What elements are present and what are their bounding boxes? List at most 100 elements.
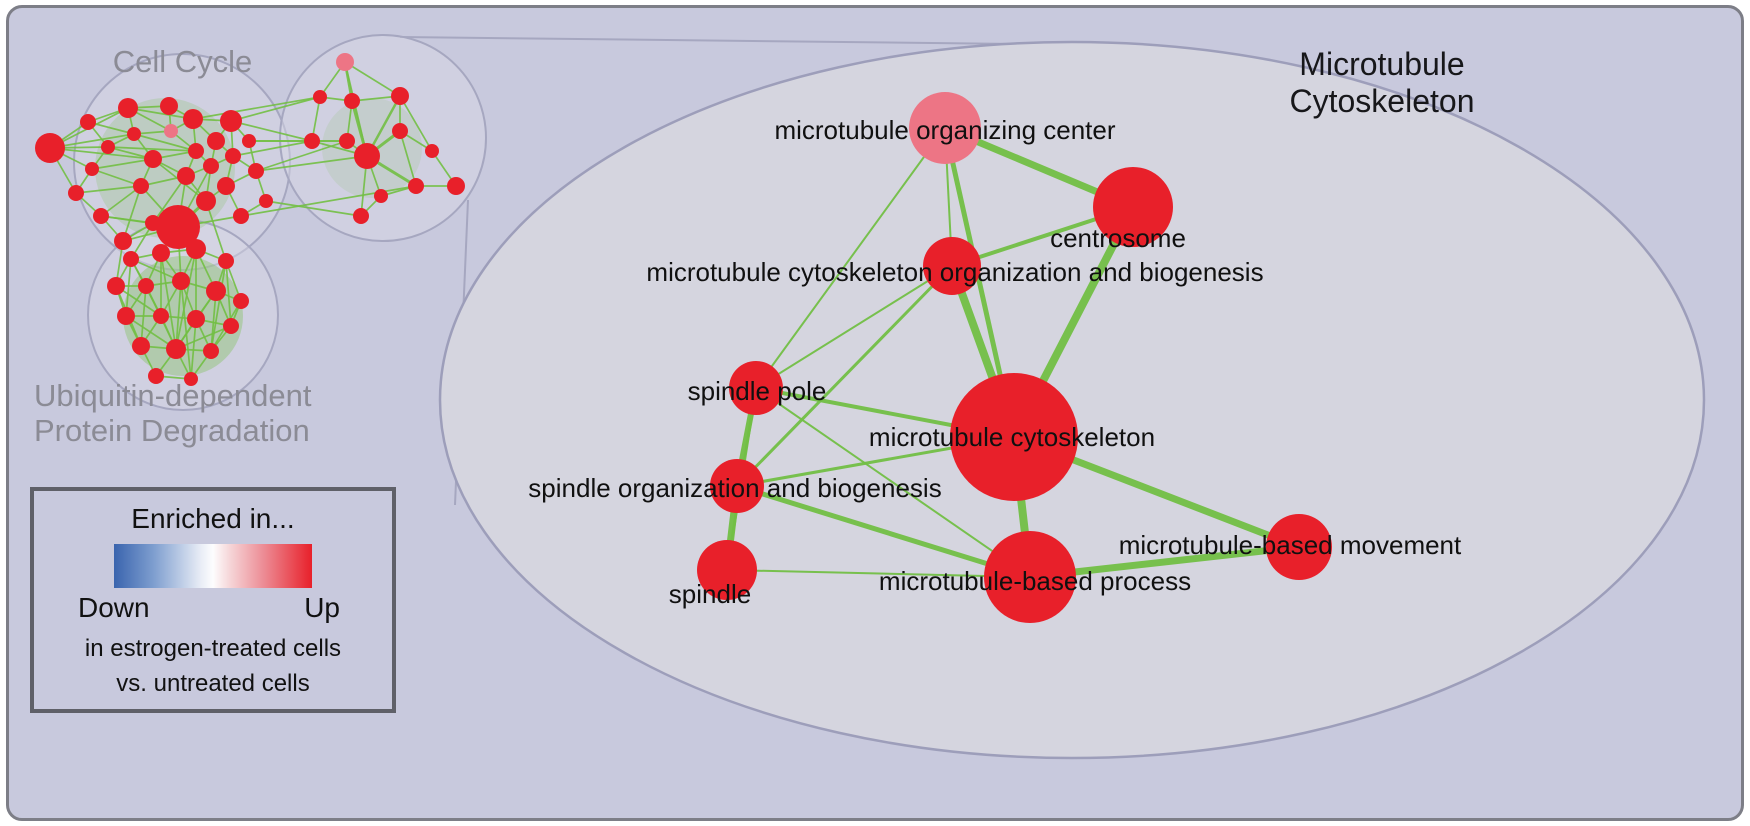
- mini-network-edge: [160, 252, 177, 350]
- mini-network-node: [107, 277, 125, 295]
- mini-network-node: [166, 339, 186, 359]
- mini-network-node: [101, 140, 115, 154]
- mini-network-node: [118, 98, 138, 118]
- cluster-circle-microtubule: [279, 34, 487, 242]
- mini-network-node: [392, 123, 408, 139]
- zoom-title-line1: Microtubule: [1299, 46, 1465, 82]
- cluster-label-ubiquitin-line2: Protein Degradation: [34, 413, 310, 448]
- mini-network-node: [391, 87, 409, 105]
- mini-network-edge: [180, 280, 192, 380]
- mini-network-node: [206, 281, 226, 301]
- mini-network-edge: [91, 168, 142, 187]
- node-centrosome[interactable]: [1093, 167, 1173, 247]
- mini-network-edge: [107, 146, 197, 152]
- mini-network-node: [133, 178, 149, 194]
- mini-network-node: [447, 177, 465, 195]
- node-label-org_bio: microtubule cytoskeleton organization an…: [646, 257, 1263, 287]
- enrichment-gradient-bar: [114, 544, 312, 588]
- mini-network-edge: [399, 95, 433, 152]
- mini-network-node: [223, 318, 239, 334]
- node-org_bio[interactable]: [923, 237, 981, 295]
- node-label-moc: microtubule organizing center: [774, 115, 1115, 145]
- node-label-spindle: spindle: [669, 579, 751, 609]
- mini-network-node: [187, 310, 205, 328]
- mini-network-edge: [265, 200, 362, 217]
- cluster-label-cell-cycle: Cell Cycle: [112, 44, 253, 79]
- mini-network-edge: [190, 318, 197, 380]
- mini-network-edge: [152, 175, 187, 224]
- mini-network-node: [35, 133, 65, 163]
- zoom-title-line2: Cytoskeleton: [1289, 83, 1475, 119]
- mini-network-node: [93, 208, 109, 224]
- mini-network-edge: [100, 185, 142, 217]
- mini-network-edge: [225, 260, 232, 327]
- node-moc[interactable]: [909, 92, 981, 164]
- mini-network-edge: [133, 133, 197, 152]
- mini-network-edge: [75, 185, 142, 194]
- mini-network-node: [127, 127, 141, 141]
- node-mt_movement[interactable]: [1266, 514, 1332, 580]
- mini-network-edge: [175, 280, 182, 350]
- mini-network-node: [160, 97, 178, 115]
- edge-spindle-mt_process: [726, 569, 1031, 578]
- mini-network-node: [339, 133, 355, 149]
- mini-network-node: [242, 134, 256, 148]
- node-label-mt_movement: microtubule-based movement: [1119, 530, 1462, 560]
- cluster-label-ubiquitin-line1: Ubiquitin-dependent: [34, 378, 312, 413]
- legend-down-label: Down: [78, 592, 150, 623]
- mini-network-node: [374, 189, 388, 203]
- edge-org_bio-spindle_org: [735, 264, 954, 488]
- mini-network-node: [313, 90, 327, 104]
- legend-up-label: Up: [304, 592, 340, 623]
- node-label-mt_cyto: microtubule cytoskeleton: [869, 422, 1155, 452]
- node-label-centrosome: centrosome: [1050, 223, 1186, 253]
- mini-network-edge: [125, 258, 132, 317]
- mini-network-node: [114, 232, 132, 250]
- mini-network-node: [259, 194, 273, 208]
- mini-network-node: [164, 124, 178, 138]
- node-label-mt_process: microtubule-based process: [879, 566, 1191, 596]
- mini-network-node: [220, 110, 242, 132]
- mini-network-node: [207, 132, 225, 150]
- zoom-connector-line-top: [399, 36, 1021, 45]
- node-label-spindle_org: spindle organization and biogenesis: [528, 473, 941, 503]
- mini-network-node: [408, 178, 424, 194]
- mini-network-edge: [130, 258, 182, 282]
- zoom-ellipse: [438, 40, 1706, 760]
- mini-network-edge: [240, 185, 417, 217]
- mini-network-node: [218, 253, 234, 269]
- zoomed-network-nodes: [697, 92, 1332, 623]
- mini-network-node: [153, 308, 169, 324]
- mini-network-edge: [210, 260, 227, 352]
- mini-network-edge: [205, 200, 227, 262]
- mini-network-node: [248, 163, 264, 179]
- mini-network-node: [148, 368, 164, 384]
- mini-network-edge: [115, 285, 162, 317]
- mini-network-nodes: [35, 53, 465, 386]
- node-spindle[interactable]: [697, 540, 757, 600]
- mini-network-node: [138, 278, 154, 294]
- mini-network-node: [177, 167, 195, 185]
- edge-moc-spindle_pole: [755, 127, 946, 389]
- node-spindle_org[interactable]: [710, 459, 764, 513]
- node-spindle_pole[interactable]: [729, 361, 783, 415]
- mini-network-edge: [175, 248, 197, 350]
- mini-network-node: [117, 307, 135, 325]
- mini-network-node: [123, 251, 139, 267]
- mini-network-node: [344, 93, 360, 109]
- mini-network-edge: [91, 158, 154, 170]
- node-mt_process[interactable]: [984, 531, 1076, 623]
- node-mt_cyto[interactable]: [950, 373, 1078, 501]
- mini-network-node: [132, 337, 150, 355]
- zoom-title-microtubule-cytoskeleton: Microtubule Cytoskeleton: [1262, 46, 1502, 120]
- mini-network-edge: [344, 61, 401, 97]
- edge-spindle_org-mt_process: [734, 483, 1033, 580]
- mini-network-edge: [210, 290, 217, 352]
- mini-network-edge: [122, 185, 142, 242]
- mini-network-edge: [127, 107, 194, 120]
- mini-network-node: [156, 205, 200, 249]
- mini-network-edge: [255, 155, 368, 172]
- node-label-spindle_pole: spindle pole: [688, 376, 827, 406]
